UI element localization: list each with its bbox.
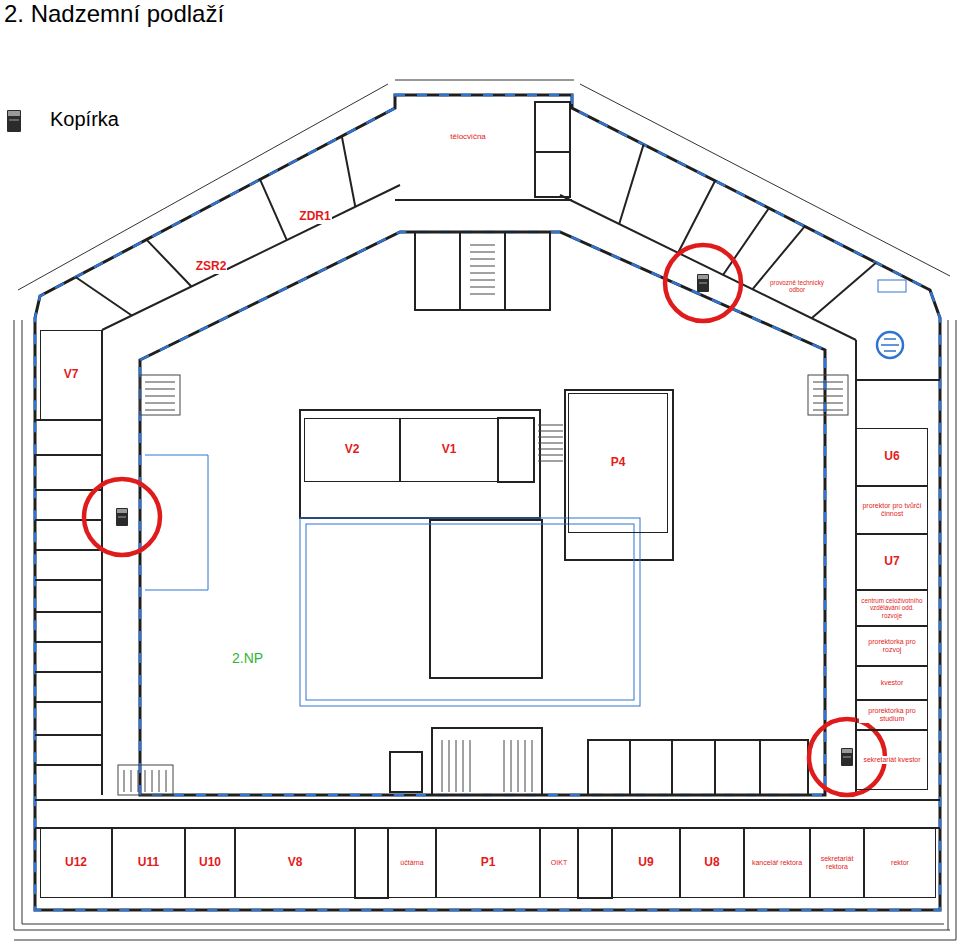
room: sekretariát kvestor (856, 730, 928, 790)
page-title: 2. Nadzemní podlaží (4, 0, 224, 28)
room: V2 (304, 418, 400, 482)
room: prorektorka pro rozvoj (856, 626, 928, 666)
room: P4 (568, 393, 668, 533)
room-label: sekretariát kvestor (862, 756, 921, 764)
room: V8 (235, 828, 355, 898)
walls (35, 95, 940, 910)
room: U6 (856, 428, 928, 486)
room-label: V8 (287, 856, 304, 870)
room: OIKT (540, 828, 578, 898)
stairs (118, 245, 848, 795)
room-label: OIKT (550, 859, 568, 867)
room-label: U7 (883, 555, 900, 569)
room: U9 (612, 828, 680, 898)
room-label: V1 (441, 443, 458, 457)
room-label: kancelář rektora (751, 859, 803, 867)
room-label: rektor (890, 859, 910, 867)
windows (35, 95, 940, 910)
room-label: U10 (198, 856, 222, 870)
room-label: centrum celoživotního vzdělávání odd. ro… (859, 597, 925, 619)
room-label: V7 (63, 368, 80, 382)
room: rektor (864, 828, 936, 898)
room-label: ZSR2 (195, 260, 228, 274)
room: P1 (436, 828, 540, 898)
room-label: tělocvična (449, 132, 487, 141)
room-label: prorektor pro tvůrčí činnost (859, 502, 925, 518)
room-label: P1 (480, 856, 497, 870)
room: V1 (400, 418, 498, 482)
room: kvestor (856, 666, 928, 700)
room: centrum celoživotního vzdělávání odd. ro… (856, 590, 928, 626)
room: U8 (680, 828, 744, 898)
room-label: U11 (137, 856, 160, 870)
room: prorektorka pro studium (856, 700, 928, 730)
room-label: účtárna (399, 859, 424, 867)
room-label: U12 (64, 856, 88, 870)
room: tělocvična (402, 102, 534, 172)
room: kancelář rektora (744, 828, 810, 898)
room: provozně technický odbor (762, 262, 832, 310)
courtyard-lines (145, 455, 640, 706)
room: U10 (185, 828, 235, 898)
room-label: U9 (637, 856, 654, 870)
room-label: P4 (610, 456, 627, 470)
room: sekretariát rektora (810, 828, 864, 898)
room: účtárna (388, 828, 436, 898)
room: U12 (40, 828, 112, 898)
room: ZDR1 (272, 204, 358, 230)
room-label: prorektorka pro studium (859, 707, 925, 723)
room: ZSR2 (168, 254, 254, 280)
copier-icon (116, 274, 853, 766)
room: U11 (112, 828, 185, 898)
room-label: U6 (883, 450, 900, 464)
room-label: kvestor (880, 679, 905, 687)
room: U7 (856, 534, 928, 590)
highlight-circle (84, 245, 885, 795)
site-lines (14, 80, 956, 940)
room: prorektor pro tvůrčí činnost (856, 486, 928, 534)
room: V7 (40, 330, 102, 420)
legend-label: Kopírka (50, 108, 119, 131)
room-label: ZDR1 (298, 210, 331, 224)
room-label: sekretariát rektora (813, 855, 861, 871)
emblem (877, 280, 906, 358)
room-label: prorektorka pro rozvoj (859, 638, 925, 654)
partitions (35, 102, 940, 898)
room-label: provozně technický odbor (764, 279, 830, 293)
floor-label: 2.NP (232, 650, 263, 666)
room-label: U8 (703, 856, 720, 870)
room-label: V2 (344, 443, 361, 457)
legend-copier-icon (7, 110, 21, 132)
